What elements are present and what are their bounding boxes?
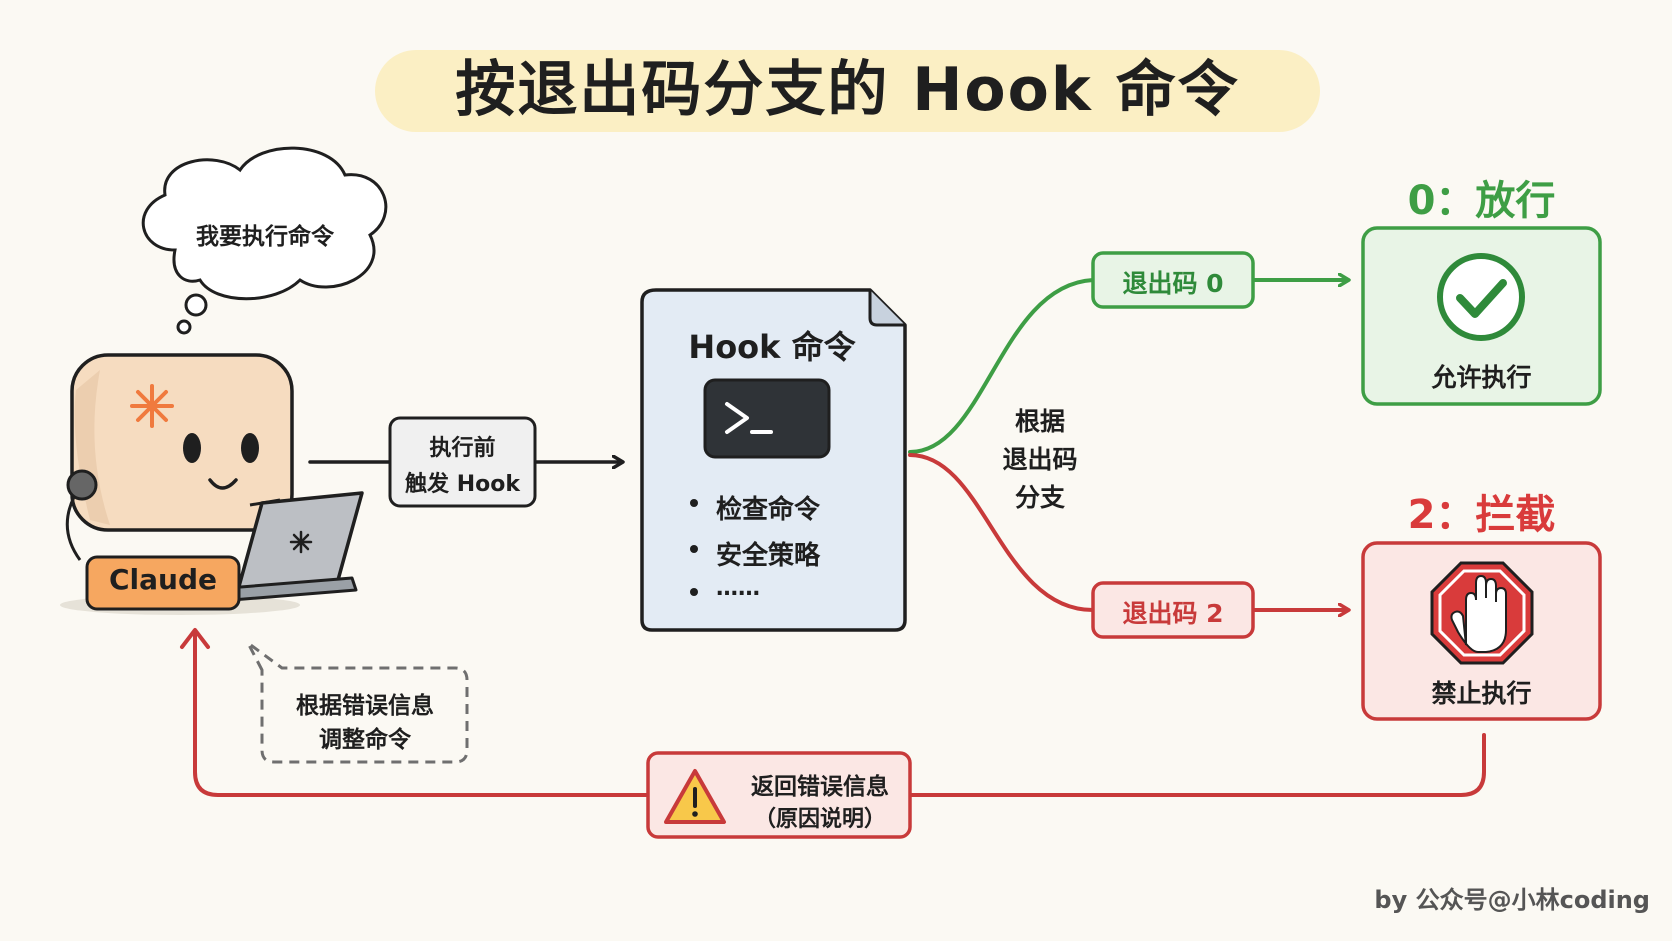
trigger-label-line1: 执行前 <box>429 436 496 461</box>
stop-hand-icon <box>1430 561 1534 665</box>
page-title: 按退出码分支的 Hook 命令 <box>455 55 1240 125</box>
check-circle-icon <box>1437 253 1525 341</box>
sparkle-icon <box>130 384 174 428</box>
hook-card-item: 安全策略 <box>716 541 821 571</box>
terminal-icon <box>703 378 831 459</box>
feedback-label-line2: （原因说明） <box>753 807 886 832</box>
branch-curve-allow <box>908 278 1095 454</box>
agent-label: Claude <box>108 563 217 596</box>
thought-text: 我要执行命令 <box>196 224 334 250</box>
warning-icon <box>664 769 726 824</box>
adjust-note-line2: 调整命令 <box>319 727 411 753</box>
hook-card-item: …… <box>716 576 760 601</box>
hook-card-title: Hook 命令 <box>688 328 856 366</box>
adjust-note-bubble <box>246 641 469 764</box>
feedback-label-line1: 返回错误信息 <box>751 774 889 800</box>
trigger-label-line2: 触发 Hook <box>405 472 520 497</box>
laptop-icon <box>226 491 364 602</box>
allow-box-label: 允许执行 <box>1431 363 1532 392</box>
branch-curve-block <box>908 453 1095 612</box>
branch-label-line3: 分支 <box>1014 483 1065 512</box>
allow-heading: 0：放行 <box>1407 178 1556 224</box>
claude-tag <box>85 555 241 611</box>
edge-label-allow: 退出码 0 <box>1122 269 1224 298</box>
adjust-note-line1: 根据错误信息 <box>296 693 434 719</box>
title-highlight <box>375 50 1320 132</box>
thought-cloud <box>141 146 388 335</box>
hook-card <box>640 288 907 632</box>
edge-label-block: 退出码 2 <box>1122 599 1224 628</box>
block-box-label: 禁止执行 <box>1431 679 1532 708</box>
branch-label-line2: 退出码 <box>1002 445 1078 474</box>
feedback-arrowhead <box>180 628 210 649</box>
credit-text: by 公众号@小林coding <box>1374 886 1650 914</box>
block-heading: 2：拦截 <box>1407 492 1556 538</box>
hook-card-item: 检查命令 <box>716 495 821 525</box>
branch-label-line1: 根据 <box>1014 407 1065 436</box>
